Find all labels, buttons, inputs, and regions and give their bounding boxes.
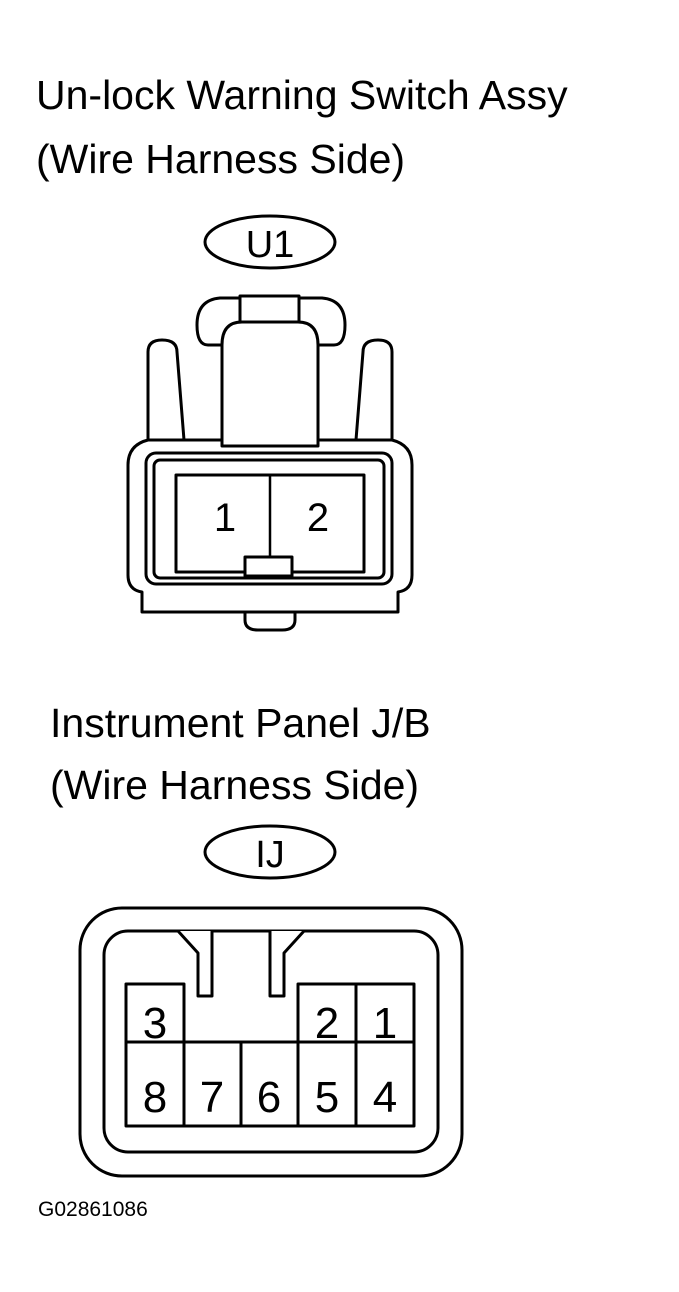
ij-cell-8 [124, 1040, 186, 1128]
u1-bottom-tab [243, 610, 297, 632]
ij-pin-4: 4 [373, 1073, 397, 1122]
u1-pin-2: 2 [307, 496, 329, 540]
ij-cell-5 [296, 1040, 358, 1128]
u1-title-line2: (Wire Harness Side) [36, 136, 406, 182]
u1-connector: U1 1 2 [126, 214, 414, 632]
u1-code-ellipse [203, 214, 337, 270]
ij-pin-7: 7 [200, 1073, 224, 1122]
ij-cell-4 [354, 1040, 416, 1128]
ij-pin-6: 6 [257, 1073, 281, 1122]
ij-key-right [268, 929, 306, 998]
ij-pin-8: 8 [143, 1073, 167, 1122]
ij-cell-6 [239, 1040, 300, 1128]
ij-pin-3: 3 [143, 999, 167, 1048]
ij-connector: IJ 3 2 1 8 7 6 [78, 824, 464, 1178]
ij-title-line2: (Wire Harness Side) [50, 762, 420, 808]
ij-pin-5: 5 [315, 1073, 339, 1122]
u1-side-rail-right [354, 338, 394, 442]
ij-pin-1: 1 [373, 999, 397, 1048]
ij-code-label: IJ [255, 834, 285, 876]
ij-code-ellipse [203, 824, 337, 880]
u1-hood [220, 320, 320, 448]
u1-title-line1: Un-lock Warning Switch Assy [36, 72, 568, 118]
ij-pin-2: 2 [315, 999, 339, 1048]
ij-title-line1: Instrument Panel J/B [50, 700, 431, 746]
u1-side-rail-left [146, 338, 186, 442]
ij-cell-7 [182, 1040, 243, 1128]
u1-pin-1: 1 [214, 496, 236, 540]
ij-key-left [176, 929, 214, 998]
u1-key-slot [243, 555, 294, 578]
figure-id: G02861086 [38, 1198, 148, 1221]
u1-code-label: U1 [246, 224, 295, 266]
